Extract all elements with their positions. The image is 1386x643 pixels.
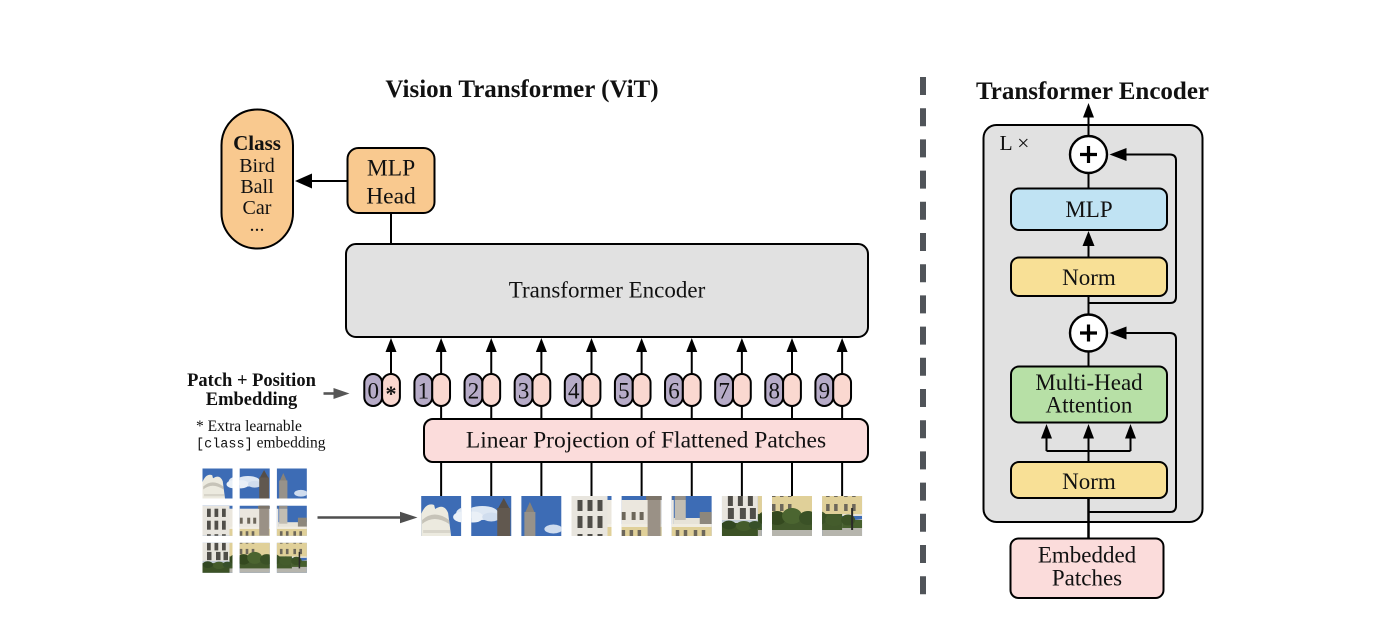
- svg-text:MLP: MLP: [367, 156, 415, 182]
- svg-text:Patch + Position: Patch + Position: [187, 371, 316, 391]
- svg-text:Attention: Attention: [1046, 393, 1133, 418]
- svg-text:Transformer Encoder: Transformer Encoder: [976, 78, 1209, 105]
- svg-text:6: 6: [668, 379, 680, 404]
- svg-text:Vision Transformer (ViT): Vision Transformer (ViT): [385, 76, 658, 103]
- svg-text:Ball: Ball: [240, 176, 274, 198]
- svg-text:Multi-Head: Multi-Head: [1035, 370, 1143, 395]
- svg-text:Transformer Encoder: Transformer Encoder: [509, 278, 706, 303]
- svg-text:Class: Class: [233, 131, 281, 155]
- svg-text:* Extra learnable: * Extra learnable: [196, 418, 302, 435]
- svg-text:5: 5: [618, 379, 630, 404]
- svg-text:MLP: MLP: [1065, 197, 1112, 222]
- svg-text:2: 2: [468, 379, 480, 404]
- svg-text:...: ...: [250, 214, 265, 236]
- svg-text:L ×: L ×: [1000, 131, 1030, 155]
- svg-text:Car: Car: [243, 197, 272, 219]
- svg-text:*: *: [386, 381, 397, 406]
- svg-text:Embedding: Embedding: [206, 390, 298, 410]
- svg-text:Bird: Bird: [239, 155, 275, 177]
- svg-text:Patches: Patches: [1052, 566, 1122, 591]
- svg-text:0: 0: [367, 379, 379, 404]
- svg-text:9: 9: [819, 379, 831, 404]
- svg-text:[class] embedding: [class] embedding: [196, 435, 326, 453]
- svg-text:4: 4: [568, 379, 580, 404]
- svg-text:Head: Head: [366, 184, 416, 210]
- svg-text:Norm: Norm: [1062, 265, 1116, 290]
- svg-text:Norm: Norm: [1062, 469, 1116, 494]
- svg-text:Linear Projection of Flattened: Linear Projection of Flattened Patches: [466, 428, 826, 454]
- svg-text:3: 3: [518, 379, 530, 404]
- svg-text:7: 7: [718, 379, 730, 404]
- svg-text:8: 8: [768, 379, 780, 404]
- svg-text:1: 1: [418, 379, 430, 404]
- svg-text:Embedded: Embedded: [1038, 543, 1137, 568]
